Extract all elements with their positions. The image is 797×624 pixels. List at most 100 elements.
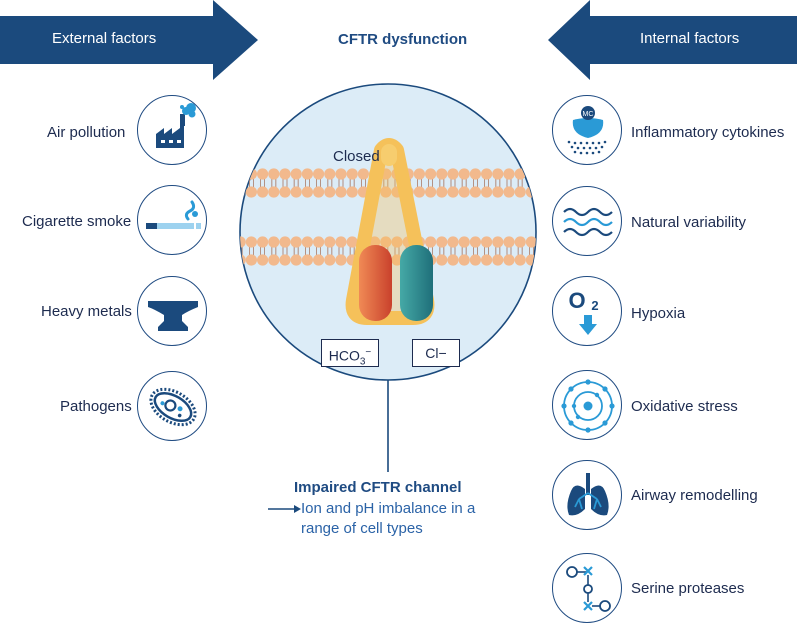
lipid-tail [541, 179, 543, 189]
outcome-title: Impaired CFTR channel [294, 479, 462, 496]
lipid-head [481, 254, 493, 266]
external-factor-label: Heavy metals [41, 303, 132, 320]
lipid-head [447, 254, 459, 266]
lipid-head [257, 186, 269, 198]
lipid-head [324, 186, 336, 198]
lipid-head [492, 186, 504, 198]
lipid-head [514, 254, 526, 266]
external-factors-label: External factors [52, 30, 157, 47]
lipid-head [257, 168, 269, 180]
lipid-head [335, 236, 347, 248]
lipid-head [436, 186, 448, 198]
lipid-head [380, 186, 392, 198]
internal-factor-label: Hypoxia [631, 305, 686, 322]
cftr-channel [345, 138, 435, 325]
lipid-tail [541, 177, 543, 187]
lipid-head [245, 186, 257, 198]
lipid-head [492, 254, 504, 266]
lipid-head [324, 254, 336, 266]
lipid-head [257, 236, 269, 248]
lipid-head [436, 168, 448, 180]
lipid-head [324, 236, 336, 248]
lipid-tail [529, 179, 534, 189]
lipid-head [335, 186, 347, 198]
lipid-head [245, 236, 257, 248]
lipid-tail [240, 179, 243, 189]
lipid-head [537, 236, 543, 247]
lipid-head [233, 186, 235, 197]
lipid-head [492, 236, 504, 248]
lipid-head [335, 168, 347, 180]
cell-secretion-icon-text: MC [583, 111, 594, 118]
bicarbonate-ion-box: HCO3− [321, 339, 379, 367]
bacterium-icon [137, 371, 207, 441]
lipid-head [514, 168, 526, 180]
lipid-head [301, 186, 313, 198]
lipid-tail [541, 247, 543, 257]
lipid-head [458, 186, 470, 198]
lipid-head [481, 168, 493, 180]
lipid-head [313, 186, 325, 198]
bicarbonate-charge: − [365, 347, 372, 358]
lipid-head [492, 168, 504, 180]
lipid-head [458, 168, 470, 180]
lipid-head [279, 186, 291, 198]
lipid-head [425, 236, 437, 248]
lipid-head [514, 236, 526, 248]
lipid-head [240, 254, 246, 266]
internal-factor-label: Inflammatory cytokines [631, 124, 785, 141]
oxygen-down-icon: O 2 [552, 276, 622, 346]
cigarette-icon [137, 185, 207, 255]
lipid-head [268, 254, 280, 266]
lipid-head [503, 168, 515, 180]
lipid-head [391, 254, 403, 266]
lipid-head [335, 254, 347, 266]
oxygen-symbol: O [568, 288, 585, 313]
lipid-head [503, 186, 515, 198]
lipid-head [290, 186, 302, 198]
lipid-head [436, 254, 448, 266]
protease-chain-icon [552, 553, 622, 623]
internal-factor-label: Serine proteases [631, 580, 745, 597]
lipid-head [469, 186, 481, 198]
lipid-head [537, 186, 543, 197]
lipid-head [279, 236, 291, 248]
lipid-head [268, 168, 280, 180]
cell-secretion-icon: MC [552, 95, 622, 165]
diagram-title: CFTR dysfunction [338, 31, 468, 48]
lipid-head [514, 186, 526, 198]
lipid-head [380, 236, 392, 248]
chloride-ion-box: Cl− [412, 339, 460, 367]
cftr-membrane-illustration [233, 83, 543, 381]
lipid-head [425, 168, 437, 180]
lipid-tail [541, 245, 543, 255]
lipid-head [324, 168, 336, 180]
lipid-head [279, 254, 291, 266]
lipid-head [481, 186, 493, 198]
lipid-head [503, 236, 515, 248]
lipid-head [469, 236, 481, 248]
lipid-head [268, 236, 280, 248]
anvil-icon [137, 276, 207, 346]
lipid-head [279, 168, 291, 180]
external-factor-label: Cigarette smoke [22, 213, 132, 230]
lipid-head [313, 168, 325, 180]
oxygen-subscript: 2 [591, 298, 598, 313]
lipid-head [481, 236, 493, 248]
lipid-head [346, 236, 358, 248]
lipid-head [290, 254, 302, 266]
lipid-head [503, 254, 515, 266]
waves-icon [552, 186, 622, 256]
lipid-head [233, 236, 235, 247]
lipid-head [301, 254, 313, 266]
lipid-head [346, 168, 358, 180]
internal-factors-arrow [548, 0, 797, 80]
lipid-head [525, 236, 536, 248]
lipid-head [346, 186, 358, 198]
lipid-head [525, 186, 536, 198]
lipid-head [425, 186, 437, 198]
lipid-head [301, 168, 313, 180]
lipid-head [301, 236, 313, 248]
lungs-icon [552, 460, 622, 530]
lipid-head [458, 254, 470, 266]
